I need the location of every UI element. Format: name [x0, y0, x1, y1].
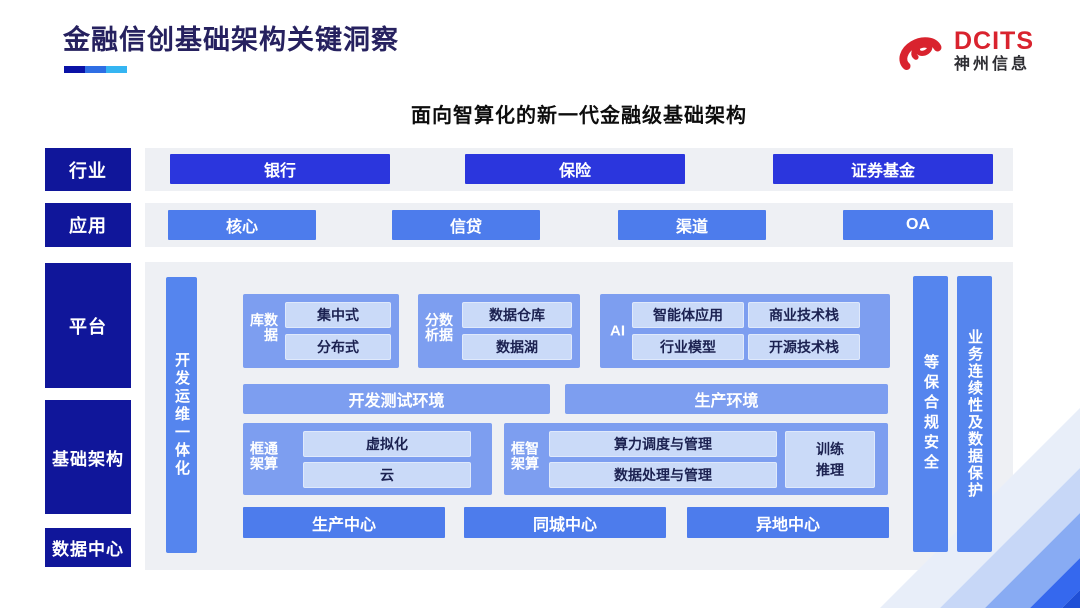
center-remote: 异地中心: [687, 507, 889, 538]
general-item-cloud: 云: [303, 462, 471, 488]
center-production: 生产中心: [243, 507, 445, 538]
company-logo: DCITS 神州信息: [890, 20, 1050, 82]
industry-item-securities: 证券基金: [773, 154, 993, 184]
logo-brand: DCITS: [954, 26, 1034, 55]
ai-group-label: AI: [610, 322, 625, 340]
database-item-distributed: 分布式: [285, 334, 391, 360]
database-group-label: 数据库: [249, 312, 279, 343]
business-continuity-vertical-bar: 业务连续性及数据保护: [957, 276, 992, 552]
accent-segment-dark: [64, 66, 85, 73]
data-analytics-group-label: 数据分析: [424, 312, 454, 343]
logo-company: 神州信息: [954, 56, 1031, 74]
red-swirl-icon: [899, 37, 942, 71]
database-group: 数据库 集中式 分布式: [243, 294, 399, 368]
intelligent-item-data-processing: 数据处理与管理: [549, 462, 777, 488]
production-environment-bar: 生产环境: [565, 384, 888, 414]
database-item-centralized: 集中式: [285, 302, 391, 328]
title-accent-bar: [64, 66, 127, 73]
intelligent-item-train-inference: 训练推理: [785, 431, 875, 488]
accent-segment-light: [106, 66, 127, 73]
industry-item-bank: 银行: [170, 154, 390, 184]
analytics-item-datalake: 数据湖: [462, 334, 572, 360]
application-item-channel: 渠道: [618, 210, 766, 240]
layer-label-platform: 平台: [45, 263, 131, 388]
page-title: 金融信创基础架构关键洞察: [63, 25, 399, 55]
intelligent-compute-framework-group: 智算框架 算力调度与管理 数据处理与管理 训练推理: [504, 423, 888, 495]
data-analytics-group: 数据分析 数据仓库 数据湖: [418, 294, 580, 368]
application-item-credit: 信贷: [392, 210, 540, 240]
accent-segment-mid: [85, 66, 106, 73]
layer-label-industry: 行业: [45, 148, 131, 191]
ai-item-commercial-stack: 商业技术栈: [748, 302, 860, 328]
analytics-item-warehouse: 数据仓库: [462, 302, 572, 328]
layer-label-application: 应用: [45, 203, 131, 247]
general-compute-framework-group: 通算框架 虚拟化 云: [243, 423, 492, 495]
application-item-core: 核心: [168, 210, 316, 240]
center-same-city: 同城中心: [464, 507, 666, 538]
security-compliance-vertical-bar: 等保合规安全: [913, 276, 948, 552]
train-inference-text: 训练推理: [816, 441, 844, 478]
intelligent-framework-label: 智算框架: [510, 441, 540, 471]
layer-label-datacenter: 数据中心: [45, 528, 131, 567]
industry-item-insurance: 保险: [465, 154, 685, 184]
dev-test-environment-bar: 开发测试环境: [243, 384, 550, 414]
application-item-oa: OA: [843, 210, 993, 240]
general-framework-label: 通算框架: [249, 441, 279, 471]
general-item-virtualization: 虚拟化: [303, 431, 471, 457]
layer-label-infrastructure: 基础架构: [45, 400, 131, 514]
ai-item-agent-apps: 智能体应用: [632, 302, 744, 328]
ai-item-industry-models: 行业模型: [632, 334, 744, 360]
diagram-title: 面向智算化的新一代金融级基础架构: [411, 105, 747, 127]
intelligent-item-compute-scheduling: 算力调度与管理: [549, 431, 777, 457]
devops-vertical-bar: 开发运维一体化: [166, 277, 197, 553]
ai-item-opensource-stack: 开源技术栈: [748, 334, 860, 360]
ai-group: AI 智能体应用 商业技术栈 行业模型 开源技术栈: [600, 294, 890, 368]
